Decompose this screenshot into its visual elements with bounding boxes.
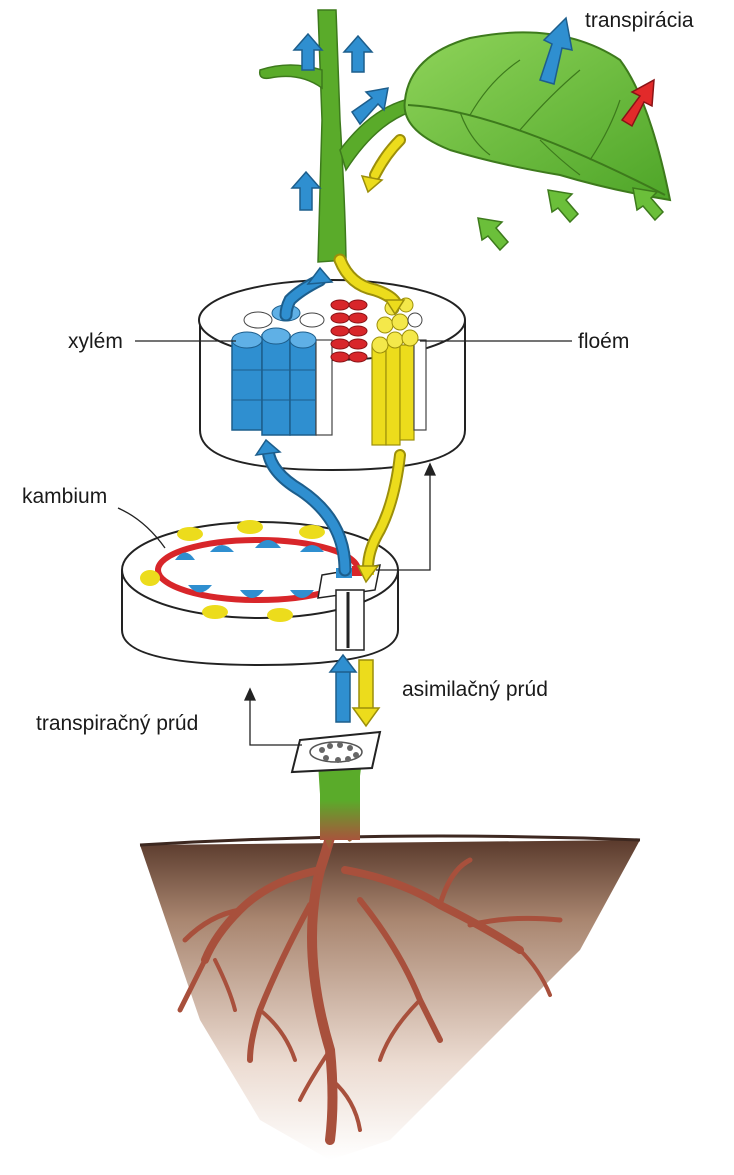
stream-arrows (330, 655, 379, 726)
phloem-bundle (372, 298, 426, 445)
upper-stem (260, 10, 410, 262)
transpiration-label: transpirácia (585, 10, 694, 31)
lower-stem (318, 760, 362, 850)
cambium-label: kambium (22, 486, 107, 507)
transpiration-stream-label: transpiračný prúd (36, 713, 198, 734)
stem-slice (292, 732, 380, 772)
co2-arrows (478, 188, 663, 250)
cambium-cross-section (122, 520, 398, 665)
phloem-label: floém (578, 331, 629, 352)
xylem-label: xylém (68, 331, 123, 352)
assimilation-stream-label: asimilačný prúd (402, 679, 548, 700)
